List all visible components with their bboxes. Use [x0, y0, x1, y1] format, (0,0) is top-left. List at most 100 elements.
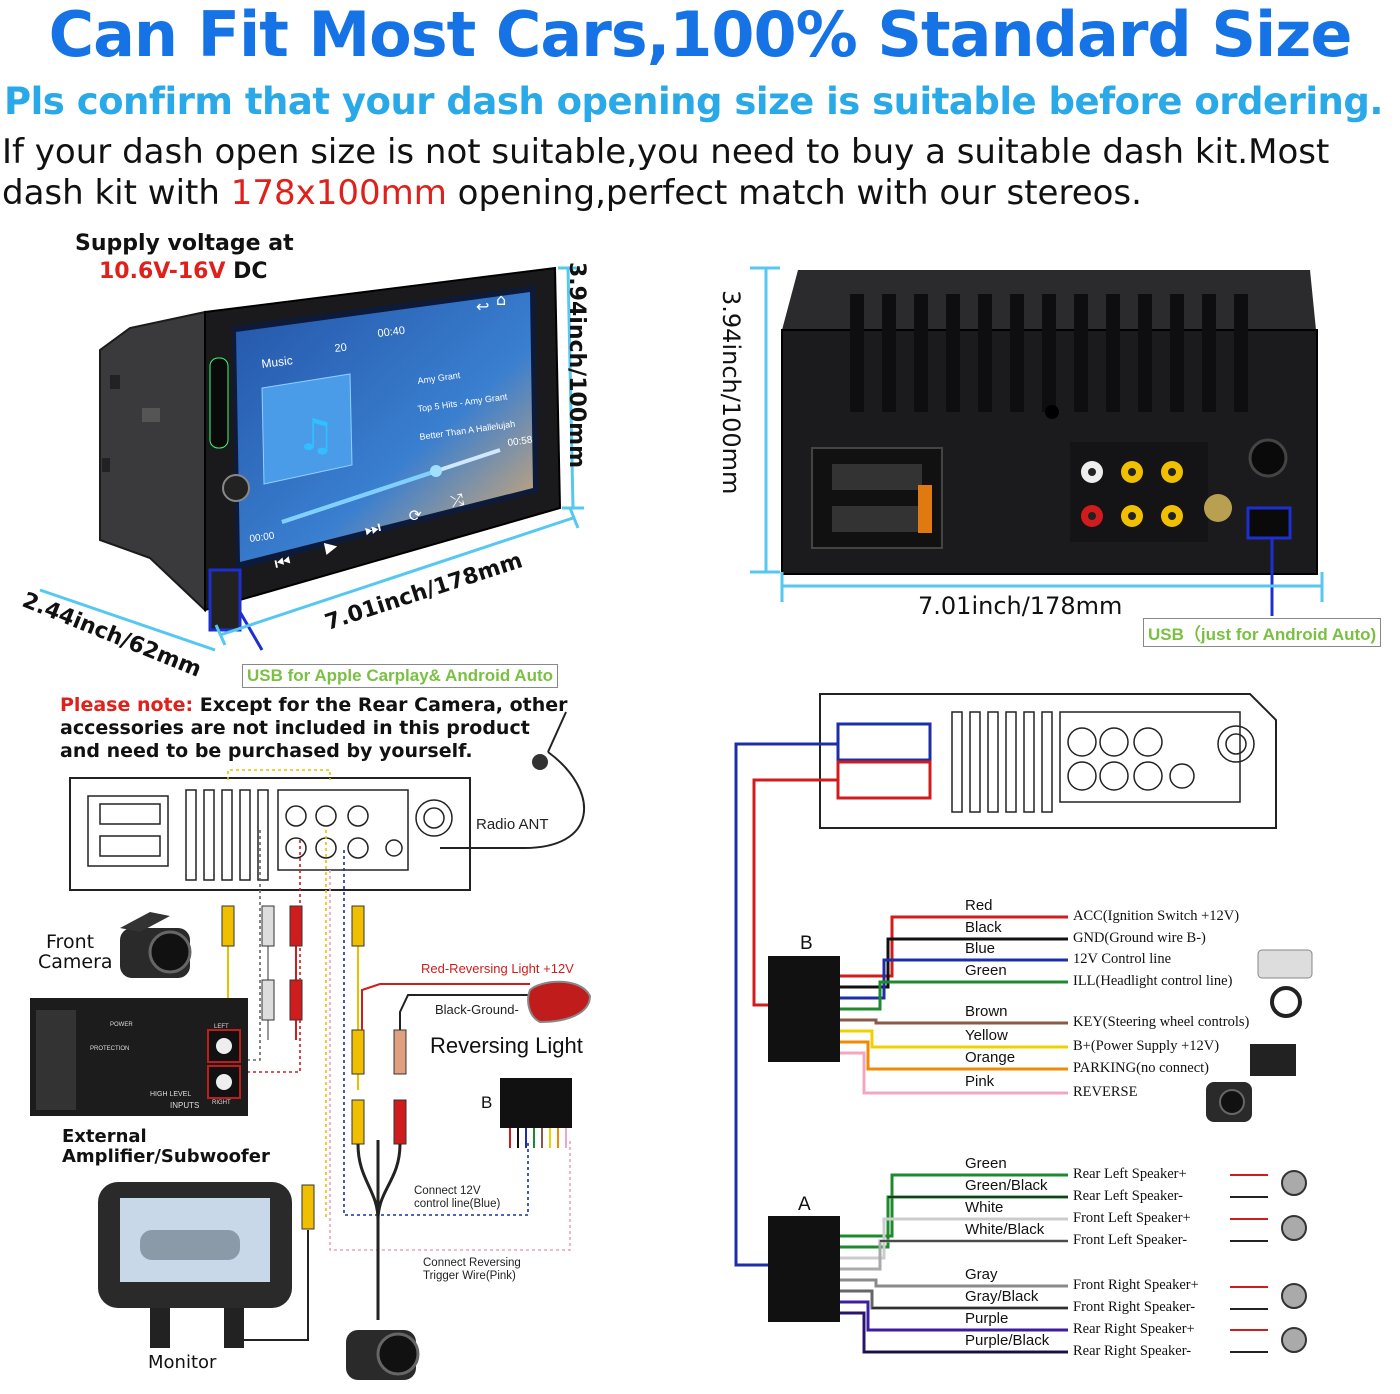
harness-a-wire-white-black [840, 1239, 1068, 1271]
harness-b-block [500, 1078, 572, 1128]
harness-b-wire-function-label: B+(Power Supply +12V) [1073, 1038, 1220, 1054]
tail-light-illustration [527, 980, 592, 1024]
amplifier-label-line-2: Amplifier/Subwoofer [62, 1146, 270, 1167]
shuffle-icon: ⤮ [449, 490, 466, 511]
harness-b-wire-blue [840, 958, 1068, 1000]
harness-a-wire-function-label: Front Right Speaker+ [1073, 1277, 1199, 1293]
harness-b-wire-color-label: Brown [965, 1003, 1008, 1020]
connect-reversing-line-1: Connect Reversing [423, 1257, 521, 1269]
rear-camera-illustration [346, 1140, 420, 1380]
rear-usb-note: USB（just for Android Auto) [1143, 618, 1382, 647]
harness-a-wire-function-label: Rear Right Speaker+ [1073, 1321, 1195, 1337]
connector-a-outline [836, 722, 932, 762]
monitor-label: Monitor [148, 1352, 217, 1373]
connect-12v-line-2: control line(Blue) [414, 1198, 501, 1210]
reversing-black-label: Black-Ground- [435, 1002, 519, 1017]
harness-wiring-diagram [734, 693, 1313, 1354]
voltage-line: 10.6V-16V DC [99, 259, 268, 284]
note-line-1: Please note: Except for the Rear Camera,… [60, 694, 568, 717]
monitor-illustration [98, 1182, 309, 1348]
amp-right-label: RIGHT [212, 1100, 231, 1106]
harness-b-wire-red [840, 915, 1068, 978]
harness-b-wire-function-label: ACC(Ignition Switch +12V) [1073, 908, 1240, 924]
harness-b-wire-function-label: ILL(Headlight control line) [1073, 973, 1233, 989]
front-usb-port [208, 568, 242, 632]
harness-b-wire-pink [840, 1051, 1068, 1095]
screen-clock: 00:40 [377, 325, 406, 340]
intro-text-end: opening,perfect match with our stereos. [446, 173, 1142, 213]
previous-icon: ⏮ [273, 551, 293, 575]
harness-b-wire-function-label: KEY(Steering wheel controls) [1073, 1014, 1250, 1030]
amplifier-illustration: POWER PROTECTION HIGH LEVEL INPUTS LEFT … [30, 998, 248, 1116]
harness-a-wire-gray [840, 1278, 1068, 1288]
harness-a-wire-function-label: Front Right Speaker- [1073, 1299, 1196, 1315]
radio-antenna-label: Radio ANT [476, 816, 549, 833]
repeat-icon: ⟳ [407, 504, 425, 525]
harness-b-wire-color-label: Orange [965, 1049, 1016, 1066]
harness-a-wire-color-label: Gray [965, 1266, 998, 1283]
harness-a-wire-color-label: Green/Black [965, 1177, 1048, 1194]
harness-a-wire-purple [840, 1300, 1068, 1332]
harness-b-wire-brown [840, 1018, 1068, 1025]
harness-b-wire-green [840, 980, 1068, 1011]
harness-a-wire-function-label: Rear Left Speaker- [1073, 1188, 1184, 1204]
harness-b-wire-color-label: Black [965, 919, 1002, 936]
reversing-light-label: Reversing Light [430, 1033, 583, 1058]
speaker-icon [1281, 1283, 1307, 1309]
harness-a-wire-color-label: Purple/Black [965, 1332, 1050, 1349]
harness-a-wire-white [840, 1217, 1068, 1260]
speaker-icon [1281, 1215, 1307, 1241]
front-camera-label-line-1: Front [46, 931, 95, 953]
harness-b-label: B [800, 933, 813, 954]
page-title: Can Fit Most Cars,100% Standard Size [48, 0, 1353, 71]
speaker-icon [1281, 1327, 1307, 1353]
harness-a-wire-color-label: Gray/Black [965, 1288, 1039, 1305]
harness-b-small-label: B [481, 1093, 493, 1112]
voltage-label: Supply voltage at [75, 231, 294, 256]
harness-b-wire-function-label: 12V Control line [1073, 951, 1172, 967]
opening-size-highlight: 178x100mm [230, 173, 447, 213]
harness-a-wire-color-label: White/Black [965, 1221, 1045, 1238]
screen-app-title: Music [261, 353, 294, 371]
harness-a-wire-color-label: Green [965, 1155, 1007, 1172]
intro-line-2: dash kit with 178x100mm opening,perfect … [2, 173, 1142, 213]
harness-a-wire-color-label: White [965, 1199, 1004, 1216]
rear-height-dimension: 3.94inch/100mm [717, 290, 745, 495]
voltage-unit: DC [225, 259, 268, 284]
next-icon: ⏭ [363, 517, 383, 541]
front-height-dimension: 3.94inch/100mm [564, 262, 589, 468]
music-note-icon: ♫ [296, 410, 335, 461]
harness-b-wire-color-label: Blue [965, 940, 996, 957]
harness-a-wire-color-label: Purple [965, 1310, 1009, 1327]
amp-power-label: POWER [110, 1022, 133, 1028]
home-icon: ⌂ [496, 290, 506, 309]
harness-a-wire-function-label: Front Left Speaker- [1073, 1232, 1188, 1248]
headlight-icon [1257, 949, 1313, 979]
harness-a-label: A [798, 1194, 811, 1215]
screen-total: 00:58 [507, 435, 534, 449]
accessories-wiring-diagram: POWER PROTECTION HIGH LEVEL INPUTS LEFT … [30, 711, 592, 1380]
screen-volume: 20 [334, 342, 348, 355]
front-unit-illustration: ♫ Music 20 00:40 Amy Grant Top 5 Hits - … [39, 266, 584, 652]
harness-b-wire-orange [840, 1040, 1068, 1071]
rear-unit-illustration [750, 266, 1324, 616]
front-usb-note: USB for Apple Carplay& Android Auto [242, 664, 558, 688]
amp-high-level-label: HIGH LEVEL [150, 1091, 191, 1098]
speaker-icon [1281, 1170, 1307, 1196]
harness-b-connector [768, 956, 840, 1062]
note-line-2: accessories are not included in this pro… [60, 717, 530, 739]
steering-wheel-icon [1270, 986, 1302, 1018]
intro-text: dash kit with [2, 173, 231, 213]
connect-12v-line-1: Connect 12V [414, 1185, 481, 1197]
reversing-red-label: Red-Reversing Light +12V [421, 961, 574, 976]
harness-a-wire-function-label: Rear Left Speaker+ [1073, 1166, 1187, 1182]
front-camera-label-line-2: Camera [38, 951, 113, 973]
accessories-note: Please note: Except for the Rear Camera,… [60, 694, 568, 763]
amp-left-label: LEFT [214, 1024, 229, 1030]
note-text: Except for the Rear Camera, other [193, 694, 568, 716]
play-icon: ▶ [323, 536, 340, 557]
